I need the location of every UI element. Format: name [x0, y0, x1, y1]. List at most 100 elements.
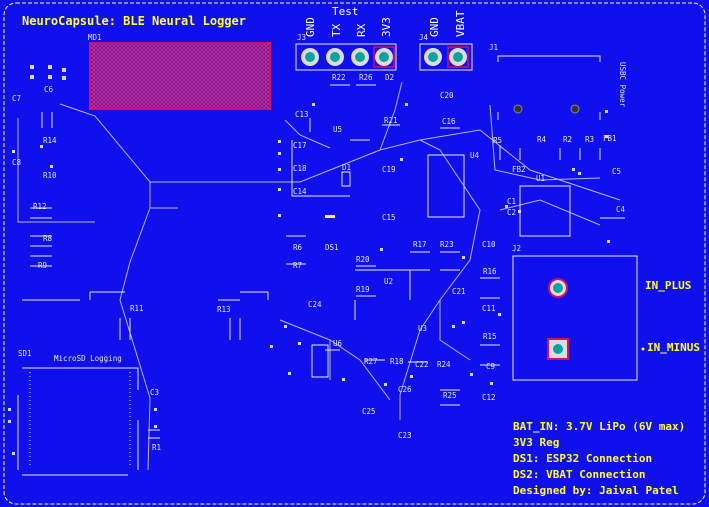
- j2-designator: J2: [512, 244, 521, 253]
- j3-pin-gnd-label: GND: [304, 17, 317, 37]
- u4-outline: [427, 154, 465, 218]
- md1-module-fill: [91, 44, 269, 108]
- ref-u2: U2: [384, 277, 393, 286]
- ref-r15: R15: [483, 332, 497, 341]
- j4-header-outline: [419, 43, 473, 71]
- ref-r26: R26: [359, 73, 373, 82]
- ref-c11: C11: [482, 304, 496, 313]
- d1-outline: [341, 171, 351, 187]
- ref-c15: C15: [382, 213, 396, 222]
- u1-outline: [519, 185, 571, 237]
- md1-label: MD1: [88, 33, 102, 42]
- j1-mount-hole-right: [570, 104, 580, 114]
- note-bat-in: BAT_IN: 3.7V LiPo (6V max): [513, 420, 685, 433]
- j3-pin-labels: GND TX RX 3V3: [304, 17, 393, 37]
- ref-r18: R18: [390, 357, 404, 366]
- ref-r3: R3: [585, 135, 594, 144]
- ref-c13: C13: [295, 110, 309, 119]
- note-3v3-reg: 3V3 Reg: [513, 436, 559, 449]
- j3-group-label: Test: [332, 5, 359, 18]
- j4-pin-vbat-label: VBAT: [454, 10, 467, 37]
- ref-c8: C8: [12, 158, 22, 167]
- ref-c22: C22: [415, 360, 429, 369]
- ref-u5: U5: [333, 125, 342, 134]
- ref-c4: C4: [616, 205, 626, 214]
- ref-c3: C3: [150, 388, 159, 397]
- ref-r23: R23: [440, 240, 454, 249]
- ref-c12: C12: [482, 393, 496, 402]
- ref-r14: R14: [43, 136, 57, 145]
- ref-r2: R2: [563, 135, 572, 144]
- ref-r17: R17: [413, 240, 427, 249]
- ref-c14: C14: [293, 187, 307, 196]
- microsd-inner: [29, 372, 131, 468]
- ref-r24: R24: [437, 360, 451, 369]
- traces: [17, 81, 621, 471]
- ref-c26: C26: [398, 385, 412, 394]
- ref-c24: C24: [308, 300, 322, 309]
- board-title: NeuroCapsule: BLE Neural Logger: [22, 14, 246, 28]
- ref-r19: R19: [356, 285, 370, 294]
- ref-r13: R13: [217, 305, 231, 314]
- in-minus-dot: [641, 347, 645, 351]
- in-plus-label: IN_PLUS: [645, 279, 691, 292]
- ref-ds1: DS1: [325, 243, 339, 252]
- designator-labels: C7 C6 R14 C8 R10 R12 R8 R9 R11 R13 C3 R1…: [12, 73, 626, 452]
- j4-pin-gnd-label: GND: [428, 17, 441, 37]
- j3-pin-4-pad[interactable]: [373, 46, 395, 68]
- ref-r21: R21: [384, 116, 398, 125]
- ref-r6: R6: [293, 243, 303, 252]
- j3-pin-tx-label: TX: [330, 23, 343, 37]
- ref-r22: R22: [332, 73, 346, 82]
- note-ds1: DS1: ESP32 Connection: [513, 452, 652, 465]
- ref-r27: R27: [364, 357, 378, 366]
- j3-pin-3v3-label: 3V3: [380, 17, 393, 37]
- ref-u4: U4: [470, 151, 480, 160]
- j2-connector[interactable]: [547, 278, 569, 360]
- ref-u1: U1: [536, 174, 545, 183]
- j1-designator: J1: [489, 43, 498, 52]
- ref-c19: C19: [382, 165, 396, 174]
- ds1-led: [325, 215, 335, 218]
- note-ds2: DS2: VBAT Connection: [513, 468, 645, 481]
- u5-outline: [291, 139, 370, 197]
- microsd-outline: [17, 367, 139, 476]
- ref-c1: C1: [507, 197, 516, 206]
- u6-outline: [311, 344, 329, 378]
- ref-c21: C21: [452, 287, 466, 296]
- ref-r9: R9: [38, 261, 47, 270]
- usbc-power-label: USBC Power: [618, 62, 627, 108]
- ref-u3: U3: [418, 324, 427, 333]
- sd1-designator: SD1: [18, 349, 32, 358]
- ref-c10: C10: [482, 240, 496, 249]
- ref-c7: C7: [12, 94, 21, 103]
- ref-c17: C17: [293, 141, 307, 150]
- board-outline: [3, 2, 706, 505]
- ref-r12: R12: [33, 202, 47, 211]
- ref-r20: R20: [356, 255, 370, 264]
- ref-r4: R4: [537, 135, 547, 144]
- ref-r10: R10: [43, 171, 57, 180]
- ref-u6: U6: [333, 339, 343, 348]
- ds1-bracket: [89, 291, 269, 300]
- ref-c25: C25: [362, 407, 376, 416]
- j2-outline: [512, 255, 638, 381]
- j4-pin-2-pad[interactable]: [447, 46, 469, 68]
- ref-c16: C16: [442, 117, 456, 126]
- j3-header[interactable]: [301, 46, 395, 68]
- j4-designator: J4: [419, 33, 429, 42]
- j3-header-outline: [295, 43, 397, 71]
- j3-pin-rx-label: RX: [355, 23, 368, 37]
- ref-c9: C9: [486, 362, 495, 371]
- smd-pads: [8, 65, 610, 455]
- ref-r5: R5: [493, 136, 502, 145]
- in-minus-label: IN_MINUS: [647, 341, 700, 354]
- ref-d1: D1: [342, 163, 351, 172]
- ref-fb1: FB1: [603, 134, 617, 143]
- ref-r7: R7: [293, 261, 302, 270]
- j4-pin-labels: GND VBAT: [428, 10, 467, 37]
- ref-d2: D2: [385, 73, 394, 82]
- j4-header[interactable]: [424, 46, 469, 68]
- microsd-label: MicroSD Logging: [54, 354, 122, 363]
